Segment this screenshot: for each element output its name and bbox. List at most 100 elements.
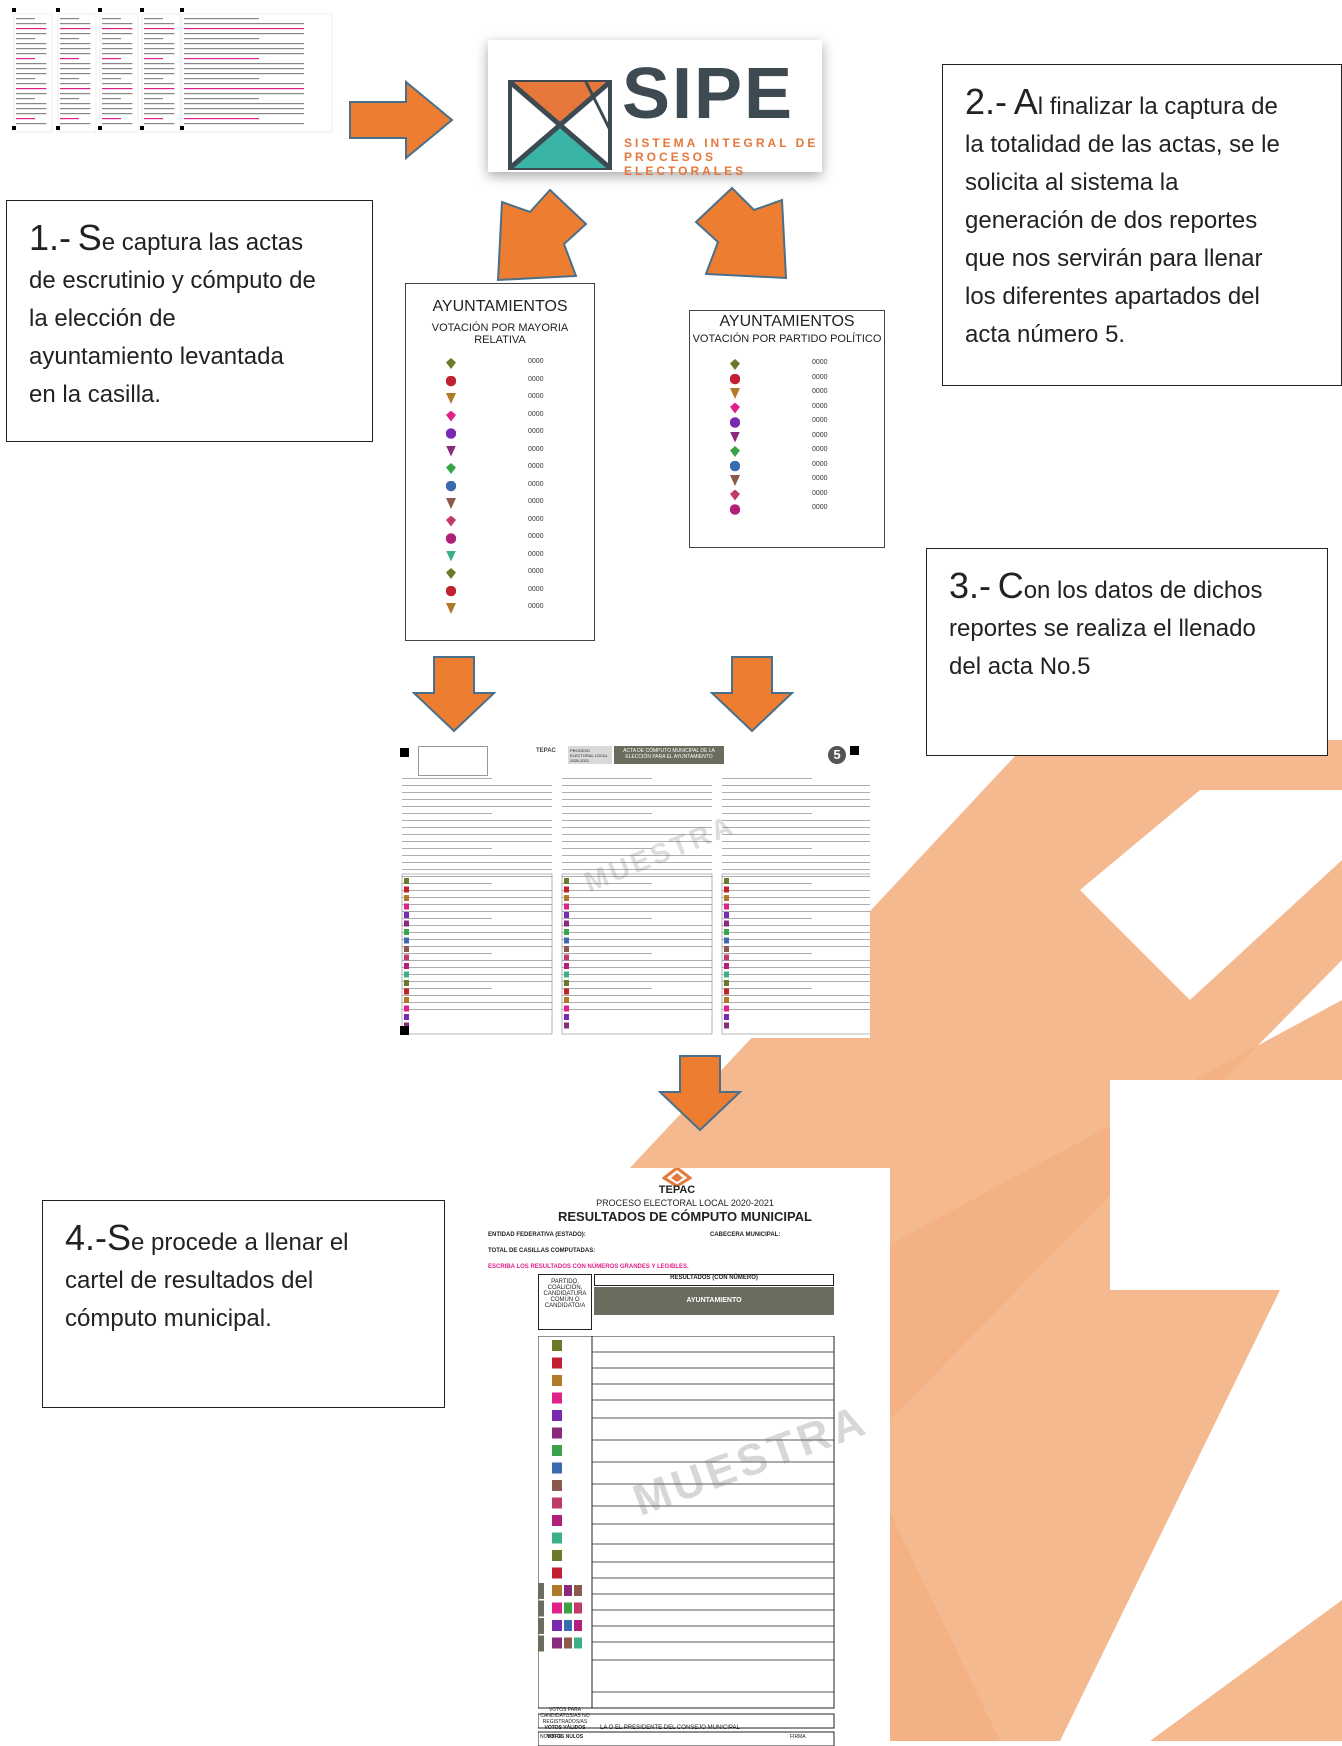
report-value: 0000: [812, 475, 828, 482]
party-emblem-icon: [730, 504, 740, 515]
report-value: 0000: [812, 402, 828, 410]
party-emblem-icon: [446, 358, 456, 369]
step-3-line: del acta No.5: [949, 653, 1091, 680]
cartel-col-results: RESULTADOS (CON NÚMERO): [594, 1274, 834, 1286]
arrow-down-icon: [710, 656, 794, 733]
report-value: 0000: [812, 359, 828, 366]
party-emblem-icon: [446, 480, 456, 492]
arrow-down-right-icon: [694, 186, 788, 280]
report-value: 0000: [812, 417, 828, 424]
step-2-first-line: l finalizar la captura de: [1037, 93, 1278, 120]
party-emblem-icon: [446, 393, 456, 404]
step-4-first-line: e procede a llenar el: [131, 1229, 349, 1256]
cartel-president-label: LA O EL PRESIDENTE DEL CONSEJO MUNICIPAL: [600, 1725, 740, 1731]
cartel-title: RESULTADOS DE CÓMPUTO MUNICIPAL: [558, 1209, 812, 1224]
party-emblem-icon: [446, 463, 456, 474]
report-value: 0000: [528, 533, 544, 540]
step-1-initial: S: [77, 217, 102, 258]
report-row: 0000: [690, 417, 884, 431]
party-emblem-icon: [446, 515, 456, 527]
party-emblem-icon: [730, 475, 740, 486]
report-row: 0000: [690, 475, 884, 489]
report-partido-politico: AYUNTAMIENTOS VOTACIÓN POR PARTIDO POLÍT…: [689, 310, 885, 548]
cartel-entidad: ENTIDAD FEDERATIVA (ESTADO):: [488, 1232, 586, 1238]
step-1-line: ayuntamiento levantada: [29, 343, 284, 370]
report-value: 0000: [528, 393, 544, 400]
cartel-nombre-label: NOMBRE: [540, 1734, 562, 1740]
sipe-subtitle-line2: PROCESOS ELECTORALES: [624, 150, 747, 178]
party-emblem-icon: [446, 568, 456, 579]
party-emblem-icon: [730, 373, 740, 385]
report-mayoria-relativa: AYUNTAMIENTOS VOTACIÓN POR MAYORIA RELAT…: [405, 283, 595, 641]
party-emblem-icon: [730, 446, 740, 457]
report-row: 0000: [690, 359, 884, 373]
report-row: 0000: [690, 402, 884, 417]
arrow-right-icon: [349, 80, 454, 160]
sipe-logo-icon: [508, 80, 612, 170]
report-row: 0000: [406, 498, 594, 512]
report-value: 0000: [528, 410, 544, 418]
cartel-nulos-candidatos: VOTOS PARA CANDIDATOS/AS NO REGISTRADOS/…: [540, 1707, 590, 1725]
report-value: 0000: [528, 358, 544, 365]
step-1-line: de escrutinio y cómputo de: [29, 267, 316, 294]
step-4-number: 4.-: [65, 1217, 108, 1258]
cartel-col-party: PARTIDO, COALICIÓN, CANDIDATURA COMÚN O …: [538, 1274, 592, 1330]
party-emblem-icon: [446, 375, 456, 387]
report-row: 0000: [406, 550, 594, 565]
report-row: 0000: [406, 376, 594, 390]
report-value: 0000: [528, 498, 544, 505]
party-emblem-icon: [730, 402, 740, 414]
step-3-first-line: on los datos de dichos: [1023, 577, 1263, 604]
report-value: 0000: [528, 603, 544, 610]
party-emblem-icon: [730, 431, 740, 443]
step-2-line: generación de dos reportes: [965, 207, 1258, 234]
report-row: 0000: [406, 445, 594, 460]
cartel-resultados: TEPAC PROCESO ELECTORAL LOCAL 2020-2021 …: [480, 1168, 890, 1746]
report-row: 0000: [690, 374, 884, 388]
report-row: 0000: [406, 515, 594, 530]
party-emblem-icon: [446, 445, 456, 457]
step-2-line: los diferentes apartados del: [965, 283, 1260, 310]
report-value: 0000: [528, 480, 544, 488]
step-2-initial: A: [1013, 81, 1038, 122]
step-2-number: 2.-: [965, 81, 1008, 122]
report-row: 0000: [406, 603, 594, 617]
cartel-results-table: [538, 1336, 835, 1746]
report-subtitle: VOTACIÓN POR PARTIDO POLÍTICO: [692, 333, 882, 345]
party-emblem-icon: [730, 460, 740, 472]
report-value: 0000: [528, 585, 544, 593]
acta-id-box: [418, 746, 488, 776]
party-emblem-icon: [446, 498, 456, 509]
report-row: 0000: [406, 358, 594, 372]
step-1-line: la elección de: [29, 305, 176, 332]
cartel-casillas: TOTAL DE CASILLAS COMPUTADAS:: [488, 1248, 596, 1254]
report-value: 0000: [812, 431, 828, 439]
party-emblem-icon: [730, 417, 740, 428]
cartel-validos: VOTOS VÁLIDOS: [544, 1725, 586, 1731]
report-value: 0000: [812, 489, 828, 497]
report-value: 0000: [528, 375, 544, 383]
step-2-line: acta número 5.: [965, 321, 1126, 348]
step-2-box: 2.- Al finalizar la captura de la totali…: [942, 64, 1342, 386]
step-1-number: 1.-: [29, 217, 72, 258]
step-4-box: 4.-Se procede a llenar el cartel de resu…: [42, 1200, 445, 1408]
report-row: 0000: [406, 481, 594, 495]
party-emblem-icon: [730, 359, 740, 370]
step-3-initial: C: [997, 565, 1024, 606]
step-1-box: 1.- Se captura las actas de escrutinio y…: [6, 200, 373, 442]
report-row: 0000: [406, 463, 594, 477]
report-value: 0000: [528, 568, 544, 575]
registration-mark: [400, 748, 409, 757]
acta-columns: [401, 778, 870, 1035]
source-actas-thumbnails: [12, 6, 334, 136]
acta-logo: TEPAC: [536, 748, 556, 754]
cartel-instruction: ESCRIBA LOS RESULTADOS CON NÚMEROS GRAND…: [488, 1264, 689, 1270]
registration-mark: [400, 1026, 409, 1035]
sipe-logo-card: SIPE SISTEMA INTEGRAL DE PROCESOS ELECTO…: [488, 40, 822, 178]
acta-5-document: TEPAC PROCESO ELECTORAL LOCAL 2020-2021 …: [400, 738, 870, 1038]
report-row: 0000: [406, 533, 594, 547]
report-value: 0000: [528, 515, 544, 523]
party-emblem-icon: [446, 410, 456, 422]
cartel-process: PROCESO ELECTORAL LOCAL 2020-2021: [596, 1198, 774, 1208]
arrow-down-icon: [658, 1055, 742, 1132]
